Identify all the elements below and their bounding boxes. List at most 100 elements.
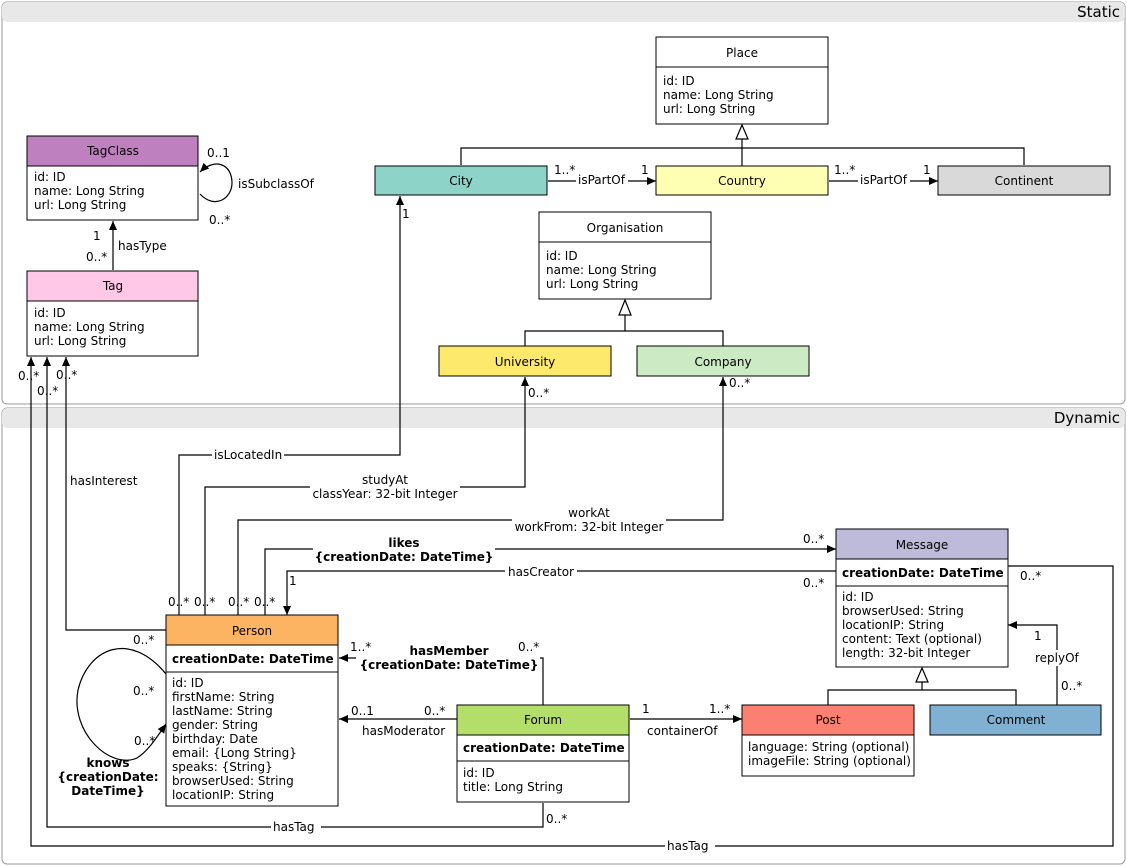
multiplicity-label: 1 — [93, 229, 101, 243]
organisation-inheritance-arrow — [618, 298, 632, 316]
class-person-attr: lastName: String — [172, 704, 273, 718]
class-tag-attr: url: Long String — [34, 334, 126, 348]
class-organisation-name: Organisation — [587, 221, 664, 235]
class-person-attr: id: ID — [172, 676, 204, 690]
message-inheritance-arrow — [915, 666, 929, 683]
class-organisation-attr: name: Long String — [546, 263, 657, 277]
edge-label: hasCreator — [508, 565, 574, 579]
edge-workat — [237, 377, 727, 615]
multiplicity-label: 0..* — [228, 595, 249, 609]
edge-labels: isPartOf 1..* 1 isPartOf 1..* 1 isSubcla… — [18, 146, 1083, 854]
edge-attribute: classYear: 32-bit Integer — [312, 487, 457, 501]
class-university[interactable]: University — [438, 345, 612, 377]
multiplicity-label: 0..* — [1020, 569, 1041, 583]
class-person-attr: birthday: Date — [172, 732, 258, 746]
multiplicity-label: 1..* — [709, 702, 730, 716]
edge-knows — [76, 647, 167, 761]
multiplicity-label: 0..* — [86, 250, 107, 264]
multiplicity-label: 0..* — [194, 595, 215, 609]
edge-label: isSubclassOf — [238, 177, 315, 191]
multiplicity-label: 1 — [289, 574, 297, 588]
class-person-attr: firstName: String — [172, 690, 275, 704]
place-inheritance-arrow — [735, 123, 749, 140]
static-region: Static — [1, 1, 1126, 405]
multiplicity-label: 0..1 — [351, 704, 374, 718]
class-continent[interactable]: Continent — [937, 165, 1111, 196]
edge-attribute: DateTime} — [71, 784, 144, 798]
class-continent-box — [937, 165, 1111, 196]
static-region-header — [2, 2, 1125, 22]
class-city[interactable]: City — [374, 165, 548, 196]
class-company[interactable]: Company — [636, 345, 810, 377]
class-place[interactable]: Place id: ID name: Long String url: Long… — [655, 36, 829, 125]
class-message-attr: browserUsed: String — [842, 604, 964, 618]
edge-label: knows — [87, 756, 130, 770]
class-university-name: University — [495, 355, 556, 369]
class-post-attr: imageFile: String (optional) — [748, 754, 911, 768]
class-country-box — [655, 165, 829, 196]
class-person-name: Person — [232, 624, 272, 638]
edge-label: replyOf — [1035, 651, 1080, 665]
class-message-header — [835, 528, 1009, 560]
class-comment[interactable]: Comment — [929, 704, 1102, 736]
class-post[interactable]: Post language: String (optional) imageFi… — [741, 704, 915, 777]
multiplicity-label: 0..* — [18, 369, 39, 383]
multiplicity-label: 1..* — [554, 163, 575, 177]
multiplicity-label: 0..* — [803, 576, 824, 590]
multiplicity-label: 0..* — [729, 376, 750, 390]
class-tagclass-attr: name: Long String — [34, 184, 145, 198]
class-tagclass-name: TagClass — [86, 144, 139, 158]
class-message-name: Message — [896, 538, 949, 552]
class-tag-header — [26, 270, 199, 302]
multiplicity-label: 0..* — [133, 633, 154, 647]
class-person-attr: locationIP: String — [172, 788, 274, 802]
edge-attribute: {creationDate: DateTime} — [360, 658, 539, 672]
multiplicity-label: 1 — [402, 207, 410, 221]
edge-label: hasTag — [667, 839, 709, 853]
multiplicity-label: 0..* — [37, 384, 58, 398]
multiplicity-label: 0..* — [168, 595, 189, 609]
multiplicity-label: 0..* — [134, 734, 155, 748]
multiplicity-label: 0..* — [133, 684, 154, 698]
class-tag-name: Tag — [102, 279, 123, 293]
class-forum-attr: id: ID — [463, 766, 495, 780]
class-country[interactable]: Country — [655, 165, 829, 196]
class-comment-box — [929, 704, 1102, 736]
multiplicity-label: 0..* — [254, 595, 275, 609]
class-message[interactable]: Message creationDate: DateTime id: ID br… — [835, 528, 1009, 668]
class-company-box — [636, 345, 810, 377]
multiplicity-label: 0..* — [56, 368, 77, 382]
class-post-attr: language: String (optional) — [748, 740, 909, 754]
class-place-attr: url: Long String — [663, 102, 755, 116]
class-message-attr: locationIP: String — [842, 618, 944, 632]
class-person-attr: browserUsed: String — [172, 774, 294, 788]
multiplicity-label: 0..1 — [207, 146, 230, 160]
edge-attribute: workFrom: 32-bit Integer — [515, 520, 664, 534]
edge-label: studyAt — [362, 473, 408, 487]
class-post-name: Post — [815, 713, 840, 727]
class-tagclass[interactable]: TagClass id: ID name: Long String url: L… — [26, 135, 199, 221]
class-message-attr: id: ID — [842, 590, 874, 604]
class-person[interactable]: Person creationDate: DateTime id: ID fir… — [165, 614, 339, 807]
class-person-attr: gender: String — [172, 718, 258, 732]
class-tag-attr: name: Long String — [34, 320, 145, 334]
class-forum[interactable]: Forum creationDate: DateTime id: ID titl… — [456, 704, 630, 803]
dynamic-region-title: Dynamic — [1054, 409, 1120, 427]
class-tag[interactable]: Tag id: ID name: Long String url: Long S… — [26, 270, 199, 357]
edge-label: workAt — [568, 506, 610, 520]
multiplicity-label: 1..* — [350, 640, 371, 654]
edge-hasinterest — [62, 357, 166, 631]
edge-replyof — [1008, 621, 1058, 705]
edge-label: hasInterest — [70, 474, 138, 488]
multiplicity-label: 0..* — [546, 812, 567, 826]
edge-label: containerOf — [647, 724, 718, 738]
class-organisation-attr: url: Long String — [546, 277, 638, 291]
multiplicity-label: 0..* — [518, 640, 539, 654]
multiplicity-label: 1 — [641, 163, 649, 177]
class-organisation[interactable]: Organisation id: ID name: Long String ur… — [538, 211, 712, 300]
class-message-key: creationDate: DateTime — [842, 566, 1004, 580]
class-city-box — [374, 165, 548, 196]
class-message-attr: content: Text (optional) — [842, 632, 982, 646]
static-region-title: Static — [1077, 3, 1120, 21]
edge-label: hasTag — [273, 820, 315, 834]
